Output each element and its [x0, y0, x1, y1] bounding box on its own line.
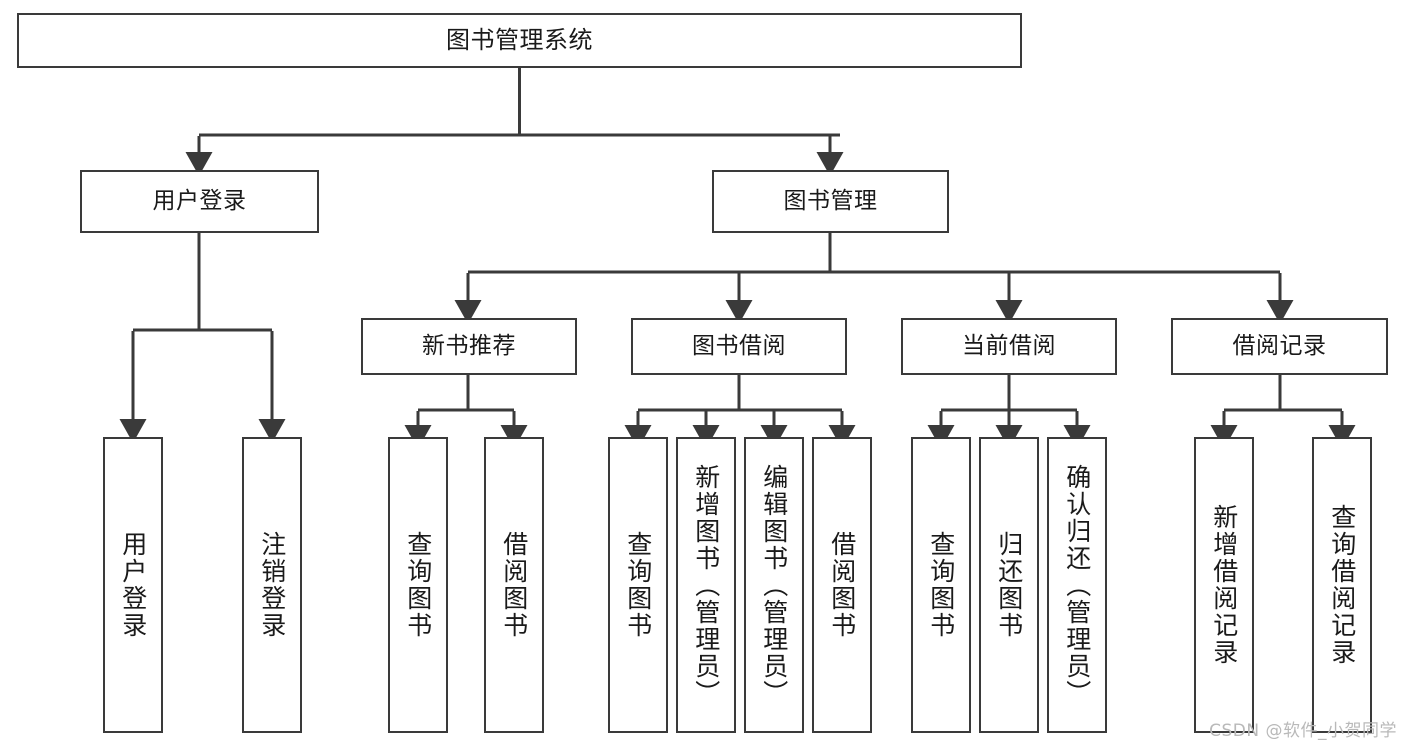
node-leaf-add-record-label: 新增借阅记录 [1209, 504, 1239, 666]
node-borrow-record-label: 借阅记录 [1232, 332, 1327, 359]
node-leaf-confirm-return[interactable]: 确认归还（管理员） [1047, 437, 1107, 733]
node-leaf-borrow-book-2-label: 借阅图书 [827, 531, 857, 639]
node-leaf-user-logout-label: 注销登录 [257, 531, 287, 639]
node-book-borrow-label: 图书借阅 [692, 332, 786, 359]
node-leaf-query-book-1[interactable]: 查询图书 [388, 437, 448, 733]
node-leaf-borrow-book-1[interactable]: 借阅图书 [484, 437, 544, 733]
csdn-watermark: CSDN @软件_小贺同学 [1209, 721, 1397, 741]
node-leaf-query-book-2[interactable]: 查询图书 [608, 437, 668, 733]
node-root-label: 图书管理系统 [446, 26, 593, 55]
node-book-manage-label: 图书管理 [783, 187, 878, 214]
node-borrow-record[interactable]: 借阅记录 [1171, 318, 1388, 375]
node-current-borrow[interactable]: 当前借阅 [901, 318, 1117, 375]
node-leaf-return-book[interactable]: 归还图书 [979, 437, 1039, 733]
node-leaf-user-logout[interactable]: 注销登录 [242, 437, 302, 733]
node-leaf-edit-book-label: 编辑图书（管理员） [759, 463, 789, 707]
node-leaf-borrow-book-2[interactable]: 借阅图书 [812, 437, 872, 733]
node-leaf-borrow-book-1-label: 借阅图书 [499, 531, 529, 639]
node-leaf-query-record[interactable]: 查询借阅记录 [1312, 437, 1372, 733]
node-leaf-return-book-label: 归还图书 [994, 531, 1024, 639]
node-leaf-query-book-2-label: 查询图书 [623, 531, 653, 639]
node-leaf-query-book-3[interactable]: 查询图书 [911, 437, 971, 733]
node-leaf-user-login[interactable]: 用户登录 [103, 437, 163, 733]
node-leaf-add-book-label: 新增图书（管理员） [691, 463, 721, 707]
node-current-borrow-label: 当前借阅 [962, 332, 1056, 359]
node-leaf-edit-book[interactable]: 编辑图书（管理员） [744, 437, 804, 733]
node-leaf-add-book[interactable]: 新增图书（管理员） [676, 437, 736, 733]
node-book-manage[interactable]: 图书管理 [712, 170, 949, 233]
node-leaf-query-book-1-label: 查询图书 [403, 531, 433, 639]
node-user-login-label: 用户登录 [152, 187, 247, 214]
node-new-book-rec-label: 新书推荐 [422, 332, 516, 359]
node-leaf-user-login-label: 用户登录 [118, 531, 148, 639]
node-leaf-add-record[interactable]: 新增借阅记录 [1194, 437, 1254, 733]
node-new-book-rec[interactable]: 新书推荐 [361, 318, 577, 375]
node-root[interactable]: 图书管理系统 [17, 13, 1022, 68]
node-book-borrow[interactable]: 图书借阅 [631, 318, 847, 375]
node-leaf-query-record-label: 查询借阅记录 [1327, 504, 1357, 666]
node-user-login[interactable]: 用户登录 [80, 170, 319, 233]
node-leaf-confirm-return-label: 确认归还（管理员） [1062, 463, 1092, 707]
node-leaf-query-book-3-label: 查询图书 [926, 531, 956, 639]
